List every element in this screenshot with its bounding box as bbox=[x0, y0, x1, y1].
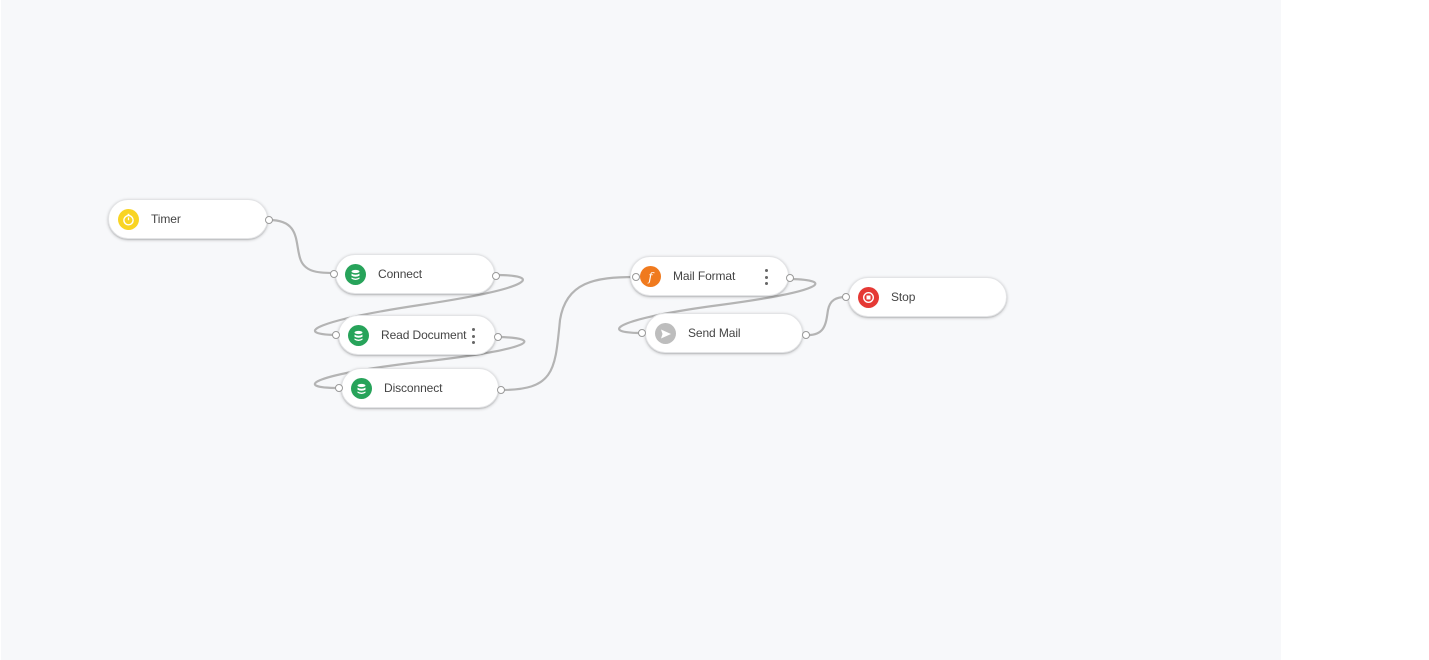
wire-read-document-disconnect bbox=[313, 335, 526, 390]
disconnect-output-port[interactable] bbox=[497, 386, 505, 394]
stop-node[interactable]: Stop bbox=[848, 277, 1007, 317]
timer-node[interactable]: Timer bbox=[108, 199, 268, 239]
connect-node[interactable]: Connect bbox=[335, 254, 495, 294]
send-mail-label: Send Mail bbox=[688, 326, 741, 340]
database-icon bbox=[351, 378, 372, 399]
more-vert-icon[interactable] bbox=[470, 328, 476, 344]
disconnect-label: Disconnect bbox=[384, 381, 443, 395]
mail-format-input-port[interactable] bbox=[632, 273, 640, 281]
mail-format-label: Mail Format bbox=[673, 269, 736, 283]
stop-icon bbox=[858, 287, 879, 308]
database-icon bbox=[348, 325, 369, 346]
read-document-input-port[interactable] bbox=[332, 331, 340, 339]
timer-label: Timer bbox=[151, 212, 181, 226]
more-vert-icon[interactable] bbox=[763, 269, 769, 285]
send-mail-input-port[interactable] bbox=[638, 329, 646, 337]
mail-format-output-port[interactable] bbox=[786, 274, 794, 282]
connect-input-port[interactable] bbox=[330, 270, 338, 278]
read-document-label: Read Document bbox=[381, 328, 467, 342]
wire-timer-connect bbox=[267, 218, 335, 275]
disconnect-node[interactable]: Disconnect bbox=[341, 368, 499, 408]
wire-disconnect-mail-format bbox=[499, 275, 637, 392]
stopwatch-icon bbox=[118, 209, 139, 230]
send-icon bbox=[655, 323, 676, 344]
timer-output-port[interactable] bbox=[265, 216, 273, 224]
connect-output-port[interactable] bbox=[492, 272, 500, 280]
database-icon bbox=[345, 264, 366, 285]
connect-label: Connect bbox=[378, 267, 422, 281]
stop-label: Stop bbox=[891, 290, 916, 304]
read-document-node[interactable]: Read Document bbox=[338, 315, 496, 355]
wire-mail-format-send-mail bbox=[618, 277, 817, 335]
read-document-output-port[interactable] bbox=[494, 333, 502, 341]
function-icon: f bbox=[640, 266, 661, 287]
send-mail-output-port[interactable] bbox=[802, 331, 810, 339]
stop-input-port[interactable] bbox=[842, 293, 850, 301]
disconnect-input-port[interactable] bbox=[335, 384, 343, 392]
wire-connect-read-document bbox=[313, 273, 524, 337]
mail-format-node[interactable]: f Mail Format bbox=[630, 256, 789, 296]
wire-send-mail-stop bbox=[804, 295, 848, 337]
send-mail-node[interactable]: Send Mail bbox=[645, 313, 803, 353]
